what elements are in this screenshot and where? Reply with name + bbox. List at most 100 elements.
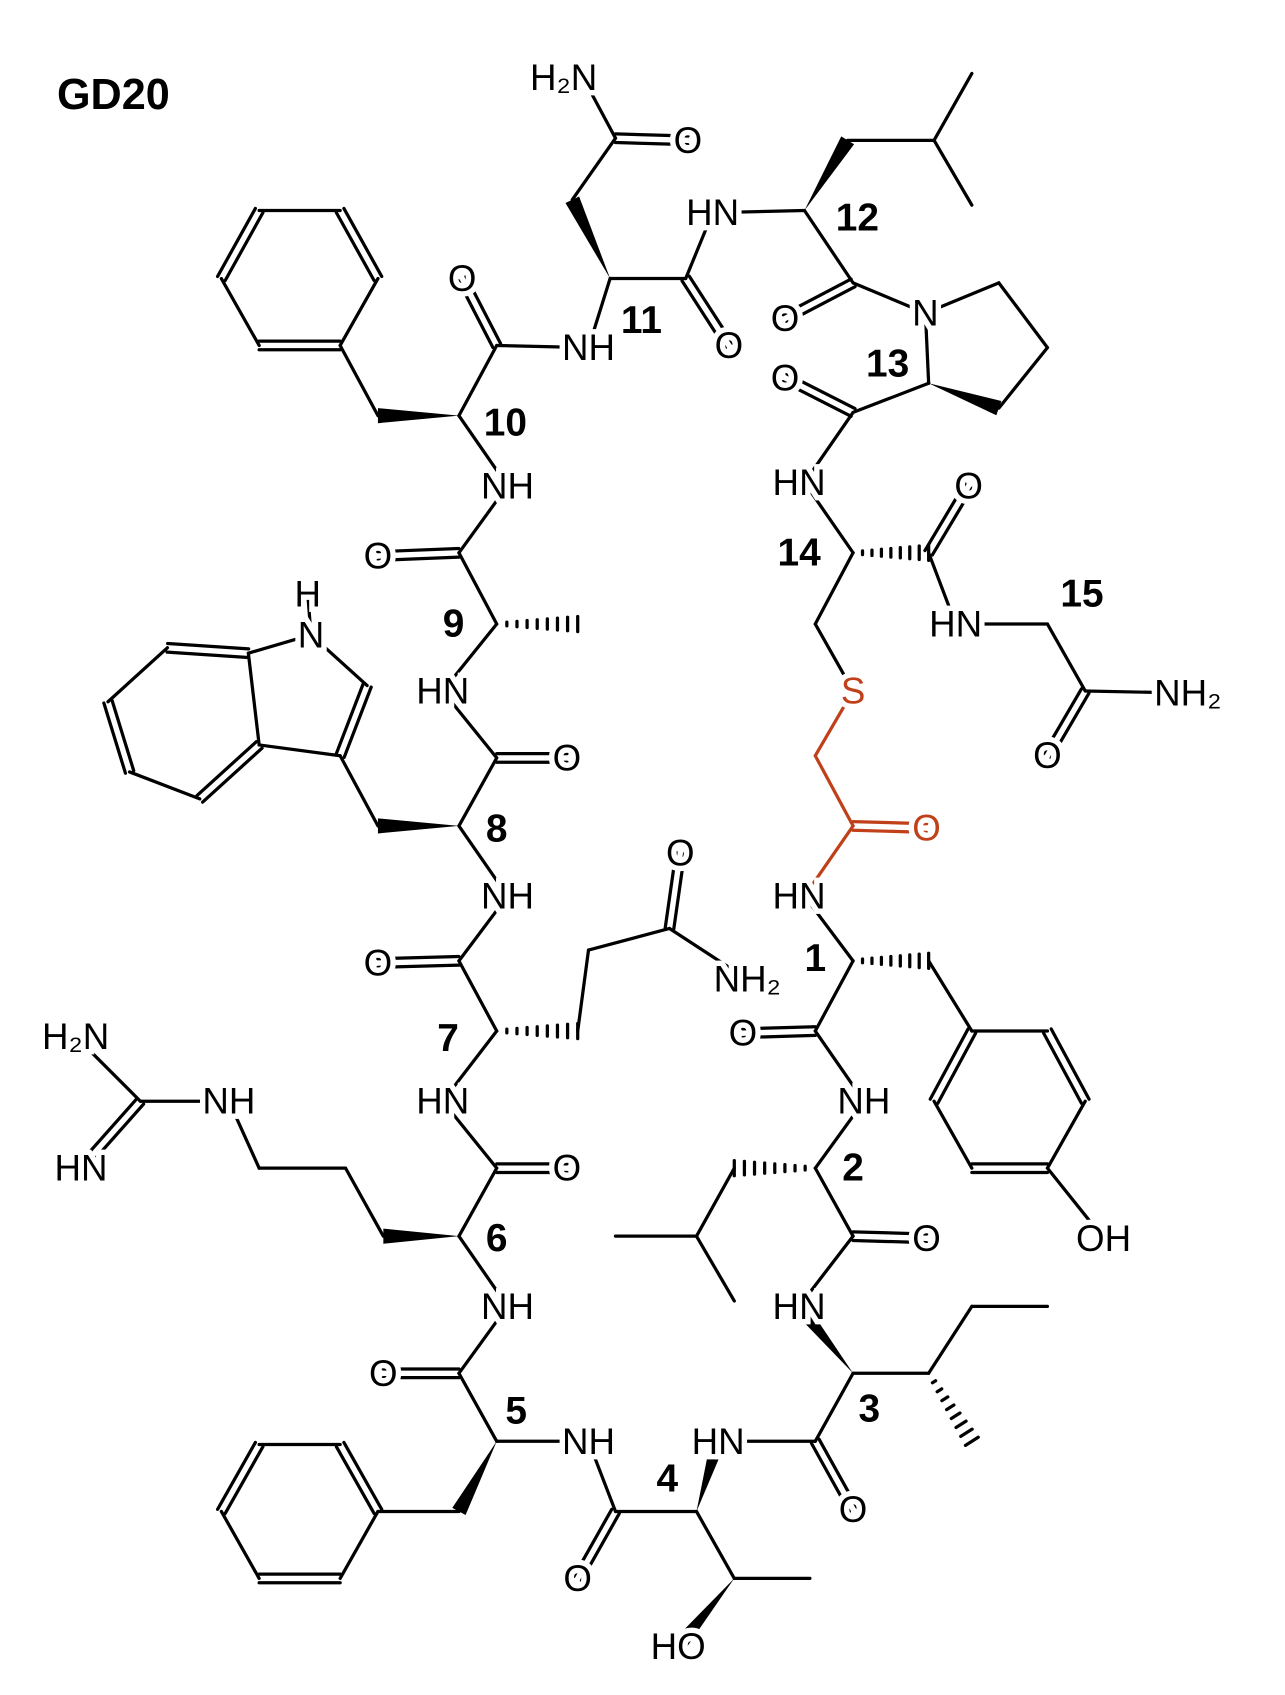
double-bond [851, 819, 929, 826]
double-bond [923, 481, 967, 553]
single-bond [441, 622, 499, 693]
double-bond [928, 1027, 970, 1101]
atom-label: HN [929, 604, 982, 645]
single-bond [457, 551, 499, 626]
atom-label: O [674, 120, 703, 161]
single-bond [457, 959, 499, 1033]
atom-label: NH [837, 1081, 890, 1122]
double-bond [342, 206, 384, 279]
single-bond [73, 1034, 142, 1103]
single-bond [457, 1371, 499, 1443]
atom-label: HN [416, 1081, 469, 1122]
single-bond [457, 1234, 510, 1308]
single-bond [932, 1099, 974, 1170]
atom-label: O [771, 298, 800, 339]
double-bond [223, 211, 265, 283]
double-bond [166, 641, 251, 651]
single-bond [457, 1304, 510, 1375]
atom-label: O [364, 943, 393, 984]
double-bond [376, 555, 461, 562]
single-bond [813, 754, 855, 828]
atom-label: NH [202, 1081, 255, 1122]
double-bond [741, 1025, 817, 1031]
double-bond [195, 740, 258, 798]
single-bond [219, 276, 261, 348]
wedge-bond [383, 1228, 459, 1244]
residue-number: 5 [505, 1390, 527, 1433]
double-bond [781, 277, 853, 317]
residue-number: 1 [804, 937, 826, 980]
compound-title: GD20 [57, 71, 170, 119]
atom-label: HN [54, 1148, 107, 1189]
double-bond [1049, 691, 1091, 760]
atom-label: HN [692, 1421, 745, 1462]
double-bond [215, 206, 258, 279]
single-bond [851, 381, 931, 415]
single-bond [495, 343, 591, 350]
atom-label: H₂N [42, 1016, 109, 1057]
single-bond [813, 1029, 866, 1103]
double-bond [464, 274, 503, 346]
residue-number: 15 [1060, 572, 1103, 615]
double-bond [1042, 1031, 1084, 1105]
double-bond [376, 963, 461, 969]
atom-label: O [666, 832, 695, 873]
double-bond [334, 1445, 376, 1516]
single-bond [570, 136, 618, 202]
single-bond [997, 281, 1050, 350]
atom-label: O [954, 465, 983, 506]
double-bond [1049, 1027, 1091, 1101]
single-bond [441, 1029, 499, 1103]
hash-bond [959, 1427, 974, 1439]
single-bond [923, 281, 1001, 315]
single-bond [802, 824, 855, 898]
wedge-bond [565, 196, 611, 279]
double-bond [102, 701, 128, 775]
single-bond [457, 824, 510, 898]
single-bond [1045, 1166, 1106, 1240]
single-bond [306, 592, 313, 637]
single-bond [1045, 1099, 1087, 1170]
residue-number: 4 [657, 1458, 679, 1501]
atom-label: N [298, 614, 325, 655]
atom-label: NH₂ [1154, 673, 1221, 714]
single-bond [997, 346, 1050, 410]
atom-label: H [294, 573, 321, 614]
single-bond [813, 1099, 866, 1170]
single-bond [932, 71, 974, 142]
single-bond [586, 926, 672, 952]
single-bond [694, 1166, 736, 1238]
double-bond [851, 1230, 929, 1236]
single-bond [667, 926, 749, 981]
atom-label: NH [562, 1421, 615, 1462]
single-bond [927, 551, 958, 626]
single-bond [711, 208, 807, 215]
double-bond [456, 278, 495, 350]
atom-label: HN [686, 192, 739, 233]
hash-bond [930, 1379, 938, 1385]
double-bond [781, 380, 853, 418]
double-bond [1042, 687, 1084, 756]
single-bond [457, 414, 510, 488]
hash-bond [954, 1419, 968, 1430]
single-bond [586, 276, 612, 350]
wedge-bond [452, 1441, 497, 1516]
atom-label: O [553, 1148, 582, 1189]
single-bond [441, 1099, 499, 1170]
residue-number: 7 [437, 1017, 459, 1060]
linker-oxygen-label: O [912, 808, 941, 849]
atom-label: O [553, 737, 582, 778]
double-bond [930, 486, 974, 557]
atom-label: NH₂ [714, 959, 781, 1000]
wedge-bond [377, 408, 459, 424]
atom-labels: GD20 H₂N O HN O NH O O N O NH HN O O H N… [37, 52, 1227, 1672]
single-bond [343, 1166, 385, 1238]
wedge-bond [928, 383, 1002, 416]
atom-label: NH [481, 1286, 534, 1327]
residue-number: 6 [486, 1217, 508, 1260]
single-bond [802, 480, 855, 555]
double-bond [741, 1033, 818, 1040]
sulfur-label: S [841, 670, 865, 711]
single-bond [694, 1234, 736, 1303]
double-bond [687, 274, 735, 345]
